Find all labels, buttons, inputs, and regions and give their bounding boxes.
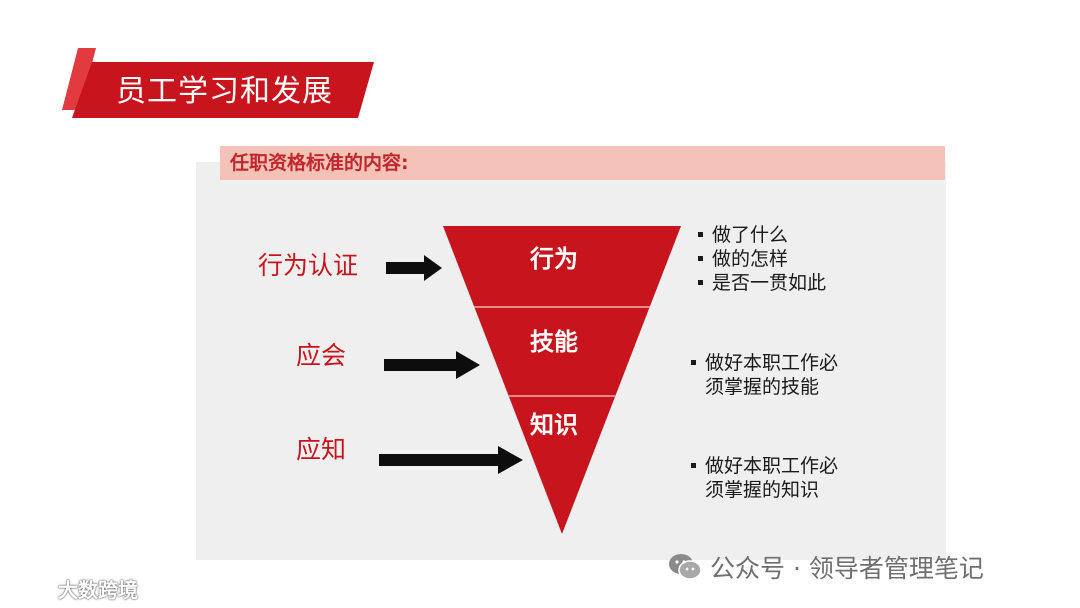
skill-bullet: 做好本职工作必须掌握的技能 (691, 351, 855, 399)
list-item: 做了什么 (698, 223, 826, 247)
label-should-be-able: 应会 (296, 341, 347, 370)
list-item: 做的怎样 (698, 247, 826, 271)
wechat-icon (669, 554, 702, 580)
title-banner (62, 48, 374, 118)
behavior-bullet-list: 做了什么 做的怎样 是否一贯如此 (698, 223, 826, 295)
list-item: 是否一贯如此 (698, 271, 826, 295)
watermark-wechat: 公众号 · 领导者管理笔记 (668, 550, 984, 584)
knowledge-bullet: 做好本职工作必须掌握的知识 (691, 454, 855, 502)
label-behavior-certification: 行为认证 (258, 251, 359, 280)
label-should-know: 应知 (296, 435, 347, 464)
title-banner-shape (72, 62, 374, 118)
watermark-text: 公众号 · 领导者管理笔记 (710, 554, 984, 583)
funnel-level-knowledge: 知识 (530, 411, 578, 439)
funnel-level-skill: 技能 (530, 328, 578, 356)
watermark-brand: 大数跨境 (8, 574, 138, 602)
title-banner-accent (62, 48, 96, 110)
funnel-level-behavior: 行为 (530, 245, 578, 273)
funnel-triangle (443, 226, 681, 534)
brand-logo-icon (10, 580, 52, 597)
right-arrow-icon (384, 351, 480, 379)
section-header: 任职资格标准的内容: (220, 146, 945, 180)
page-title: 员工学习和发展 (116, 74, 333, 109)
right-arrow-icon (379, 446, 523, 474)
brand-text: 大数跨境 (58, 577, 138, 602)
right-arrow-icon (386, 255, 442, 281)
section-header-text: 任职资格标准的内容: (230, 152, 409, 174)
